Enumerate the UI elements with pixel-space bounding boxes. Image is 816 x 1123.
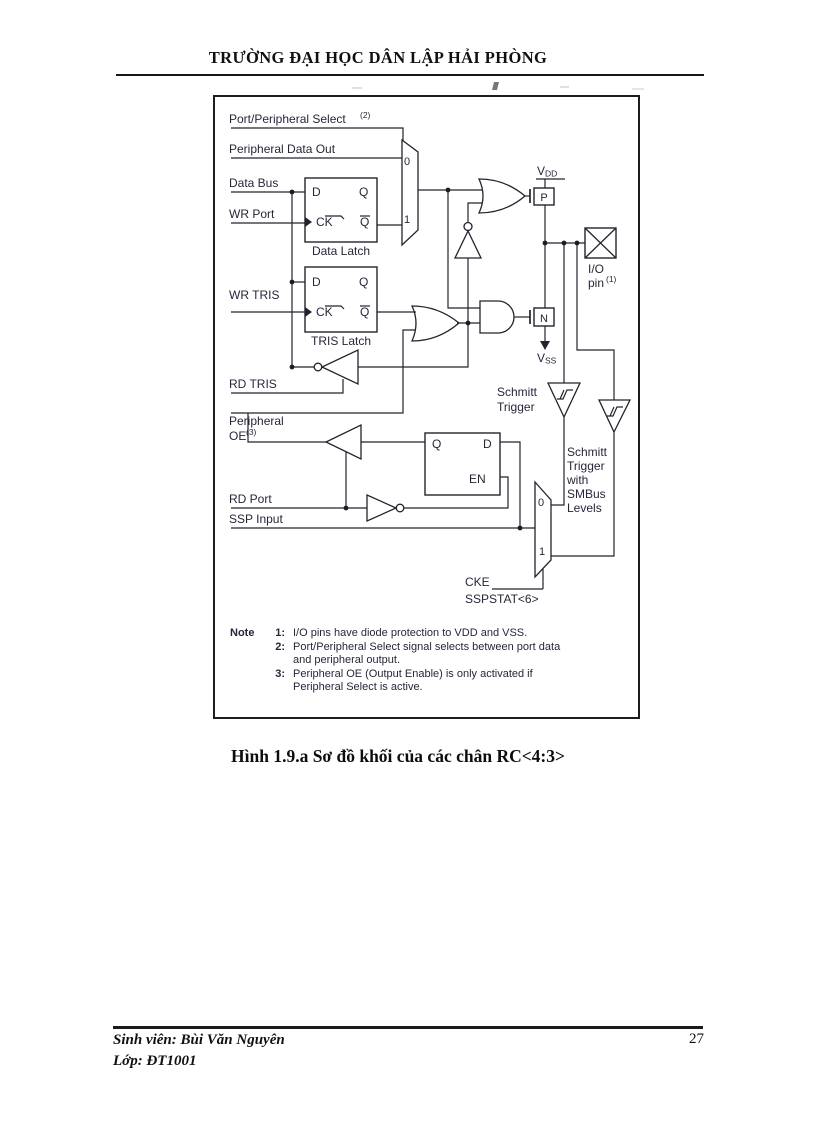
note-text-3: Peripheral OE (Output Enable) is only ac… [293,668,534,680]
schmitt2-line1: Schmitt [567,445,608,459]
vdd-label: V [537,164,545,178]
label-port-peripheral-select: Port/Peripheral Select [229,112,346,126]
schmitt1-line1: Schmitt [497,385,538,399]
scan-artifact [352,87,362,89]
footer-class-name: Lớp: ĐT1001 [113,1053,197,1069]
p-fet-label: P [540,192,547,204]
schmitt-trigger-symbol [546,382,582,419]
port-pin-block-diagram: Port/Peripheral Select (2) Peripheral Da… [213,95,640,719]
label-peripheral-data-out: Peripheral Data Out [229,142,336,156]
label-sspstat: SSPSTAT<6> [465,592,539,606]
label-cke: CKE [465,575,490,589]
clock-triangles [305,217,312,317]
io-pin-label-1: I/O [588,262,604,276]
scan-artifact [632,88,644,90]
or-gate-tris [410,305,461,342]
note-text-2b: and peripheral output. [293,654,400,666]
data-latch-box [304,177,378,243]
label-rd-port: RD Port [229,492,272,506]
tris-latch-qbar: Q [360,305,369,319]
schmitt2-line4: SMBus [567,487,606,501]
rd-port-inverter [366,493,405,523]
label-pps-sup: (2) [360,110,371,120]
notes-block: Note 1: I/O pins have diode protection t… [230,627,561,693]
rd-port-buffer [324,423,362,461]
page-header-title: TRƯỜNG ĐẠI HỌC DÂN LẬP HẢI PHÒNG [208,48,548,67]
ssp-mux-1: 1 [539,546,545,558]
or-gate-top [477,178,527,214]
note-num-3: 3: [275,668,285,680]
label-data-bus: Data Bus [229,176,278,190]
label-wr-port: WR Port [229,207,275,221]
output-mux-1: 1 [404,214,410,226]
note-num-2: 2: [275,641,285,653]
note-text-1: I/O pins have diode protection to VDD an… [293,627,527,639]
data-latch-qbar: Q [360,215,369,229]
footer-student-name: Sinh viên: Bùi Văn Nguyên [113,1032,285,1048]
data-latch-d: D [312,185,321,199]
vdd-sub: DD [545,169,557,179]
data-latch-q: Q [359,185,368,199]
footer-page-number: 27 [689,1031,704,1047]
ssp-mux-0: 0 [538,497,544,509]
ssp-input-mux [534,480,552,579]
vss-arrow [540,341,550,350]
latch-overlines [325,215,370,310]
and-gate [479,300,515,334]
io-pin-sup: (1) [606,274,617,284]
note-label: Note [230,627,254,639]
input-latch-d: D [483,437,492,451]
schmitt-trigger-smbus-symbol [597,399,632,434]
output-mux [401,138,419,247]
io-pin-label-2: pin [588,276,604,290]
label-ssp-input: SSP Input [229,512,283,526]
label-wr-tris: WR TRIS [229,288,279,302]
tris-latch-q: Q [359,275,368,289]
data-latch-title: Data Latch [312,244,370,258]
block-diagram-svg: Port/Peripheral Select (2) Peripheral Da… [213,95,640,719]
label-rd-tris: RD TRIS [229,377,277,391]
n-fet-box [533,307,555,327]
io-pin-symbol [584,227,617,259]
note-num-1: 1: [275,627,285,639]
vss-sub: SS [545,356,557,366]
label-oe-sup: (3) [246,427,257,437]
wires [231,127,615,590]
schmitt2-line5: Levels [567,501,602,515]
input-latch-box [424,432,501,496]
header-rule [116,74,704,76]
scan-artifact [560,86,569,88]
tris-latch-d: D [312,275,321,289]
note-text-2: Port/Peripheral Select signal selects be… [293,641,561,653]
p-fet-box [533,187,555,206]
data-latch-ck: CK [316,215,333,229]
label-oe: OE [229,429,246,443]
input-latch-en: EN [469,472,486,486]
schmitt1-line2: Trigger [497,400,535,414]
schmitt2-line2: Trigger [567,459,605,473]
footer-rule [113,1026,703,1029]
input-latch-q: Q [432,437,441,451]
schmitt2-line3: with [566,473,588,487]
tris-latch-box [304,266,378,333]
figure-caption: Hình 1.9.a Sơ đồ khối của các chân RC<4:… [231,746,565,766]
note-text-3b: Peripheral Select is active. [293,681,423,693]
junction-dots [289,187,580,531]
scan-artifact [492,82,499,90]
label-peripheral: Peripheral [229,414,284,428]
tris-latch-ck: CK [316,305,333,319]
inverter-up [453,221,483,259]
vss-label: V [537,351,545,365]
n-fet-label: N [540,313,548,325]
tris-latch-title: TRIS Latch [311,334,371,348]
rd-tris-buffer [313,348,359,386]
output-mux-0: 0 [404,156,410,168]
